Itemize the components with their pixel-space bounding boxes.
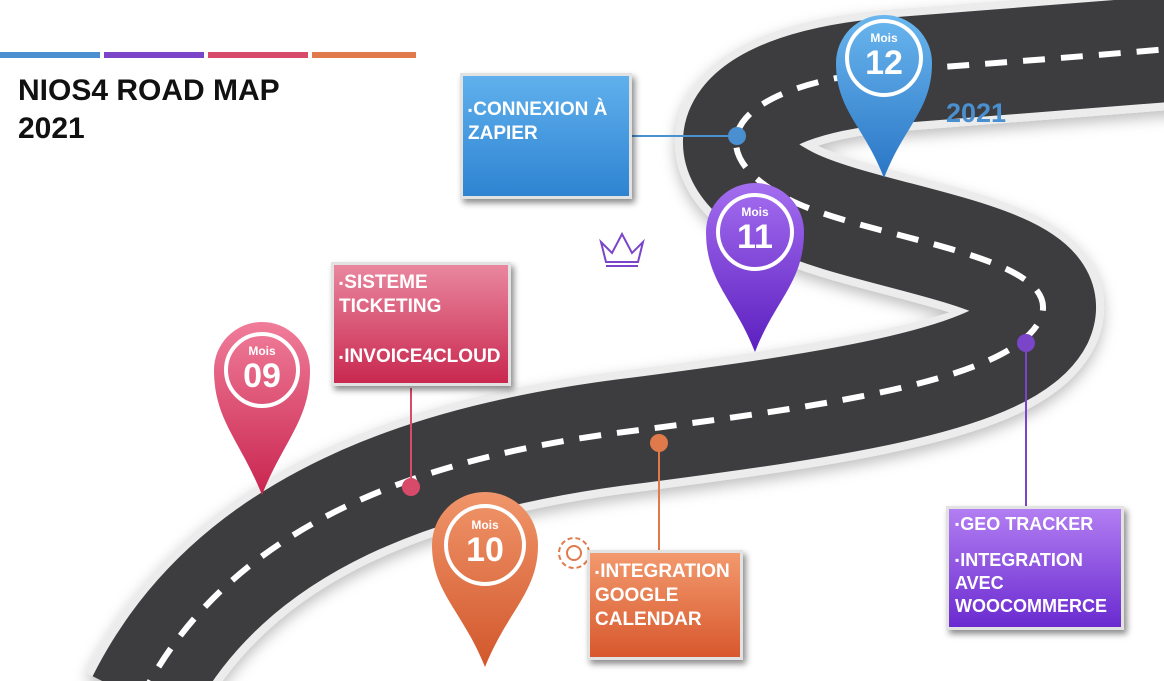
pin-09-prefix: Mois [226, 344, 298, 358]
title-line-2: 2021 [18, 110, 280, 148]
milestone-09-item-1: SISTEME TICKETING [339, 271, 502, 319]
milestone-dot-12 [1017, 334, 1035, 352]
milestone-dot-11 [728, 127, 746, 145]
header-stripes [0, 52, 416, 58]
crown-icon [601, 234, 643, 266]
milestone-12-item-2: INTEGRATION AVEC WOOCOMMERCE [955, 549, 1117, 618]
pin-09-number: 09 [226, 358, 298, 394]
milestone-dot-09 [402, 478, 420, 496]
pin-12-number: 12 [848, 45, 920, 81]
pin-10-label: Mois 10 [449, 518, 521, 568]
pin-10-number: 10 [449, 532, 521, 568]
pin-11-number: 11 [719, 219, 791, 255]
title-line-1: NIOS4 ROAD MAP [18, 72, 280, 110]
year-label: 2021 [946, 98, 1006, 129]
milestone-12-box: GEO TRACKER INTEGRATION AVEC WOOCOMMERCE [946, 506, 1124, 630]
milestone-10-item-1: INTEGRATION GOOGLE CALENDAR [595, 560, 736, 632]
milestone-11-box: CONNEXION À ZAPIER [460, 73, 632, 199]
milestone-10-box: INTEGRATION GOOGLE CALENDAR [587, 550, 743, 660]
pin-11-label: Mois 11 [719, 205, 791, 255]
pin-12-label: Mois 12 [848, 31, 920, 81]
pin-12-prefix: Mois [848, 31, 920, 45]
page-title: NIOS4 ROAD MAP 2021 [18, 72, 280, 148]
pin-10-prefix: Mois [449, 518, 521, 532]
milestone-09-item-2: INVOICE4CLOUD [339, 345, 502, 369]
milestone-dot-10 [650, 434, 668, 452]
pin-09-label: Mois 09 [226, 344, 298, 394]
milestone-12-item-1: GEO TRACKER [955, 513, 1117, 536]
milestone-09-box: SISTEME TICKETING INVOICE4CLOUD [331, 262, 511, 386]
milestone-11-item-1: CONNEXION À ZAPIER [468, 98, 623, 146]
pin-11-prefix: Mois [719, 205, 791, 219]
